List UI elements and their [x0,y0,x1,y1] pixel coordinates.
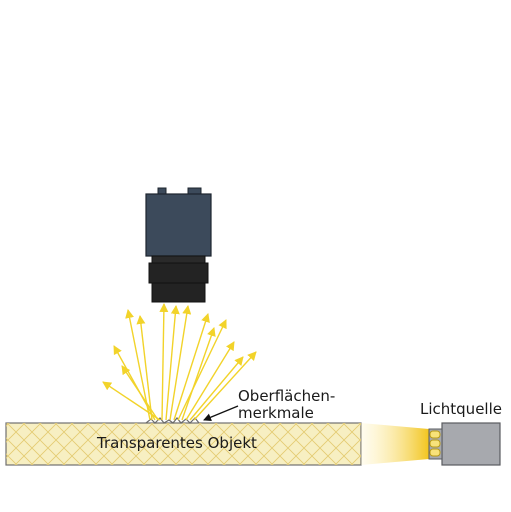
ray-13 [189,356,244,421]
scattered-rays [102,303,257,421]
ray-3 [113,345,156,421]
surface-features-label-line1: Oberflächen- [238,387,335,405]
object-label: Transparentes Objekt [96,434,257,452]
surface-features-label-line2: merkmale [238,404,314,422]
ray-10 [177,319,227,421]
light-source-label: Lichtquelle [420,400,502,418]
ray-12 [185,341,235,421]
light-source-icon [428,422,501,466]
ray-5 [102,381,161,421]
ray-6 [159,303,169,421]
leader-arrow [203,405,239,422]
ray-7 [165,305,180,421]
ray-9 [173,313,210,421]
camera-icon [145,187,212,303]
transparent-object [5,417,362,466]
ray-14 [193,351,257,421]
ray-4 [121,365,159,421]
ray-2 [136,315,153,421]
ray-8 [169,305,192,421]
ray-11 [181,327,216,421]
surface-features-bumps [145,417,200,424]
light-beam [361,423,429,465]
